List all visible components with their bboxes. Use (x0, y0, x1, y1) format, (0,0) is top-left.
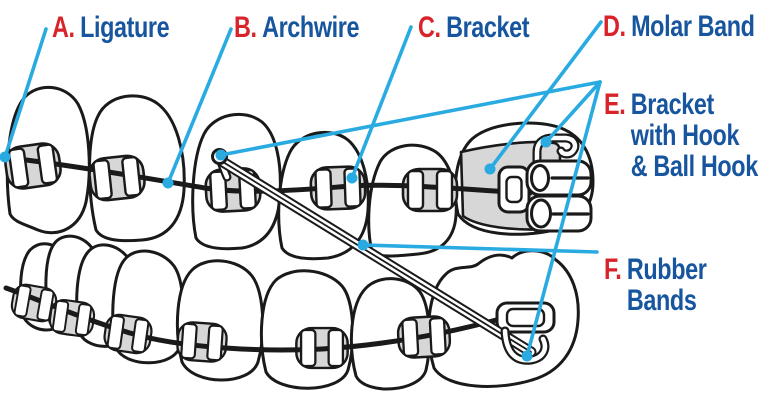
label-ligature-letter: A. (52, 11, 75, 44)
label-molar-band-text: Molar Band (631, 10, 755, 43)
leader-line-e3 (525, 80, 602, 358)
label-bracket: C. Bracket (418, 11, 530, 44)
lower-tooth-5 (175, 259, 265, 382)
leader-line-f (361, 243, 599, 254)
label-line: with Hook (630, 119, 740, 152)
leader-lines (0, 20, 603, 362)
leader-line-e1 (219, 80, 602, 157)
lower-hook-highlight (502, 328, 548, 363)
label-rubber-bands-letter: F. (604, 253, 622, 286)
label-line: Rubber (626, 253, 707, 286)
lower-tooth-7 (349, 277, 431, 391)
label-archwire-text: Archwire (262, 11, 360, 44)
molar-band-hook-highlight (534, 135, 578, 170)
label-molar-band: D. Molar Band (603, 11, 755, 42)
leader-line-c (350, 25, 413, 180)
leader-dot-c (346, 172, 358, 184)
leader-dot-f (357, 239, 369, 251)
label-archwire: B. Archwire (234, 12, 359, 43)
label-bracket-letter: C. (418, 11, 441, 44)
lower-molar-hook (500, 326, 550, 365)
label-line: Bracket (630, 88, 715, 121)
label-bracket-text: Bracket (446, 11, 530, 44)
rubber-band-midline (222, 161, 532, 353)
molar-band-appliance (497, 133, 593, 233)
label-line: & Ball Hook (630, 150, 758, 183)
label-archwire-letter: B. (234, 11, 257, 44)
leader-dot-e2 (540, 136, 552, 148)
leader-dot-e3 (521, 350, 533, 362)
label-ligature-text: Ligature (80, 11, 170, 44)
leader-dot-b (162, 177, 174, 189)
leader-line-b (166, 27, 233, 185)
rubber-band (217, 156, 537, 358)
leader-dot-d (484, 163, 496, 175)
label-bracket-with-hook-text: Bracket with Hook & Ball Hook (631, 89, 758, 182)
label-rubber-bands-text: Rubber Bands (627, 254, 707, 316)
leader-line-a (3, 27, 48, 159)
label-rubber-bands: F. Rubber Bands (604, 253, 707, 316)
label-line: Bands (626, 284, 697, 317)
tube-opening-1 (530, 164, 550, 192)
label-ligature: A. Ligature (52, 11, 170, 44)
leader-dot-a (0, 151, 11, 163)
label-bracket-with-hook: E. Bracket with Hook & Ball Hook (604, 89, 758, 182)
band-bracket-slot (505, 175, 523, 204)
label-bracket-with-hook-letter: E. (604, 88, 626, 121)
leader-line-d (488, 20, 603, 171)
leader-line-e2 (544, 80, 602, 144)
leader-dot-e1 (215, 149, 227, 161)
label-molar-band-letter: D. (603, 10, 626, 43)
tube-opening-2 (530, 198, 552, 229)
